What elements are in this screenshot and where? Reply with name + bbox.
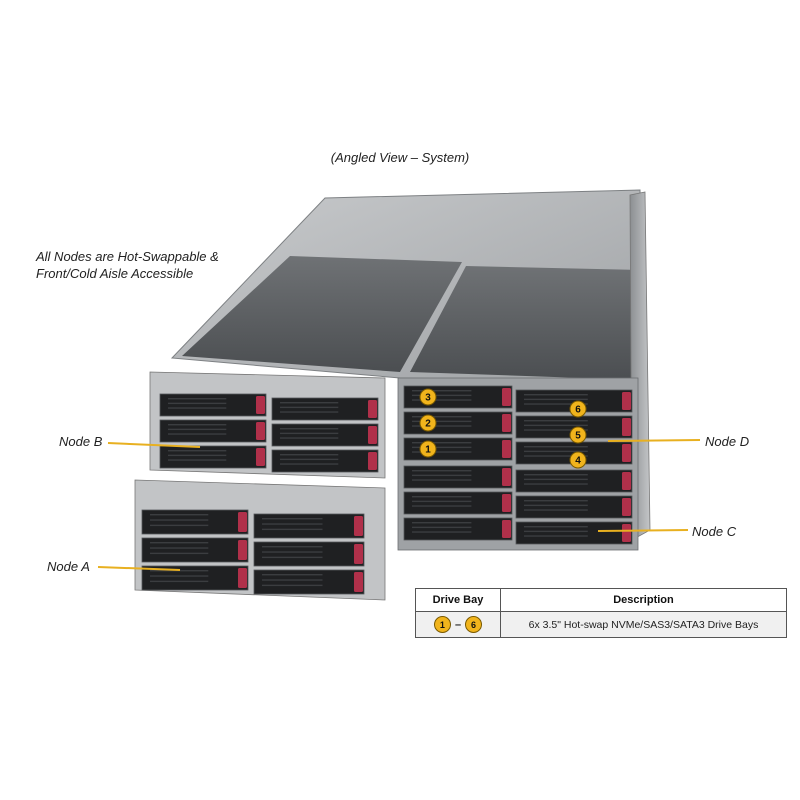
table-row: 1 – 6 6x 3.5" Hot-swap NVMe/SAS3/SATA3 D… — [416, 612, 786, 637]
node-b-drive — [271, 423, 379, 447]
bay-badge-from: 1 — [433, 616, 451, 633]
bay-number-badge: 3 — [419, 388, 437, 406]
node-c-drive — [515, 469, 633, 493]
bay-range: 1 – 6 — [416, 612, 501, 637]
bay-number-text: 5 — [575, 431, 581, 442]
bay-number-badge: 1 — [419, 440, 437, 458]
node-c-drive — [403, 517, 513, 541]
node-a-drive — [141, 565, 249, 591]
table-header: Drive Bay Description — [416, 589, 786, 612]
node-b-drive — [271, 397, 379, 421]
node-b-callout-line — [107, 442, 201, 448]
range-dash: – — [454, 618, 462, 631]
node-b-drive — [159, 445, 267, 469]
node-c-callout-line — [597, 529, 689, 532]
node-d-callout-line — [607, 439, 701, 442]
bay-badge-to: 6 — [465, 616, 483, 633]
node-a-drive — [253, 569, 365, 595]
bay-number-text: 1 — [425, 445, 431, 456]
bay-number-badge: 2 — [419, 414, 437, 432]
node-d-drive — [515, 389, 633, 413]
node-c-drive — [403, 491, 513, 515]
node-b-label: Node B — [59, 434, 103, 449]
bay-number-text: 4 — [575, 456, 581, 467]
node-a-drive — [253, 541, 365, 567]
drive-bay-table: Drive Bay Description 1 – 6 6x 3.5" Hot-… — [415, 588, 787, 638]
node-a-drive — [141, 537, 249, 563]
node-a-drive — [253, 513, 365, 539]
top-panel-right — [410, 266, 641, 380]
node-c-drive — [515, 495, 633, 519]
node-a-callout-line — [97, 566, 181, 571]
node-a-label: Node A — [47, 559, 90, 574]
node-c-drive — [403, 465, 513, 489]
view-title: (Angled View – System) — [330, 150, 470, 165]
bay-number-badge: 4 — [569, 451, 587, 469]
node-c-drive — [515, 521, 633, 545]
hot-swap-note: All Nodes are Hot-Swappable & Front/Cold… — [36, 249, 219, 281]
drive-bays — [141, 385, 633, 595]
bay-number-text: 2 — [425, 419, 431, 430]
top-panel-left — [182, 256, 462, 372]
node-b-drive — [159, 419, 267, 443]
bay-number-text: 6 — [575, 405, 581, 416]
node-b-drive — [159, 393, 267, 417]
node-d-label: Node D — [705, 434, 750, 449]
header-drive-bay: Drive Bay — [416, 589, 501, 611]
node-b-drive — [271, 449, 379, 473]
bay-number-badge: 5 — [569, 426, 587, 444]
node-a-drive — [141, 509, 249, 535]
node-c-label: Node C — [692, 524, 737, 539]
bay-number-badge: 6 — [569, 400, 587, 418]
bay-badges: 1 2 3 4 5 6 — [419, 388, 587, 469]
bay-number-text: 3 — [425, 393, 431, 404]
header-description: Description — [613, 594, 674, 606]
bay-description: 6x 3.5" Hot-swap NVMe/SAS3/SATA3 Drive B… — [528, 618, 759, 631]
